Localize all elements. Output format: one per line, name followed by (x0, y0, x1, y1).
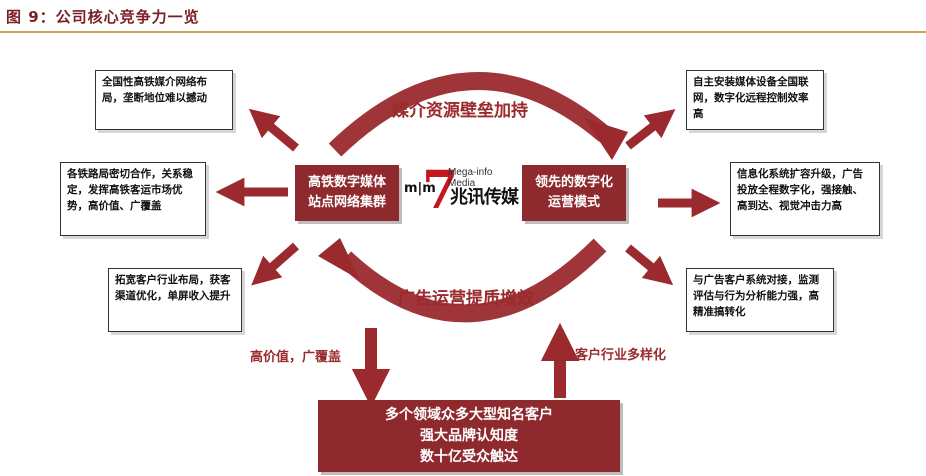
bottom-arc-arrowhead (318, 238, 360, 280)
arrow-to-left-box-1 (248, 108, 299, 152)
arrow-to-right-box-1 (625, 109, 676, 150)
arrow-to-right-box-3 (625, 244, 674, 286)
top-arc-label: 媒介资源壁垒加持 (392, 101, 528, 121)
bottom-arc-arrow (338, 238, 607, 323)
bottom-arc-label: 广告运营提质增效 (398, 289, 534, 309)
figure-title: 图 9：公司核心竞争力一览 (6, 8, 200, 26)
logo-mark: m|m (404, 181, 436, 196)
top-arc-arrow (328, 72, 611, 157)
right-box-2: 信息化系统扩容升级，广告投放全程数字化，强接触、高到达、视觉冲击力高 (730, 162, 880, 236)
bottom-summary-box: 多个领域众多大型知名客户 强大品牌认知度 数十亿受众触达 (318, 400, 620, 472)
center-left-box: 高铁数字媒体站点网络集群 (295, 165, 399, 221)
down-flow-label: 高价值，广覆盖 (250, 350, 342, 365)
left-box-3: 拓宽客户行业布局，获客渠道优化，单屏收入提升 (108, 268, 242, 332)
logo-chinese-name: 兆讯传媒 (450, 187, 519, 208)
right-box-3: 与广告客户系统对接，监测评估与行为分析能力强，高精准搞转化 (686, 268, 834, 332)
title-divider (0, 31, 926, 33)
center-right-box: 领先的数字化运营模式 (522, 165, 626, 221)
logo-english-name: Mega-info Media (448, 167, 493, 189)
left-box-2: 各铁路局密切合作，关系稳定，发挥高铁客运市场优势，高价值、广覆盖 (60, 162, 206, 236)
left-box-1: 全国性高铁媒介网络布局，垄断地位难以撼动 (95, 70, 233, 130)
bottom-line-3: 数十亿受众触达 (420, 448, 518, 465)
up-flow-label: 客户行业多样化 (575, 348, 667, 363)
arrow-to-left-box-3 (251, 242, 299, 286)
bottom-line-1: 多个领域众多大型知名客户 (385, 406, 553, 423)
top-arc-arrowhead (584, 118, 628, 160)
right-box-1: 自主安装媒体设备全国联网，数字化远程控制效率高 (686, 70, 824, 130)
logo-seven-glyph: 7 (422, 160, 459, 221)
center-left-label: 高铁数字媒体站点网络集群 (307, 175, 386, 210)
center-right-label: 领先的数字化运营模式 (534, 175, 613, 210)
bottom-line-2: 强大品牌认知度 (420, 427, 518, 444)
company-logo: m|m 7 Mega-info Media 兆讯传媒 (404, 160, 520, 221)
